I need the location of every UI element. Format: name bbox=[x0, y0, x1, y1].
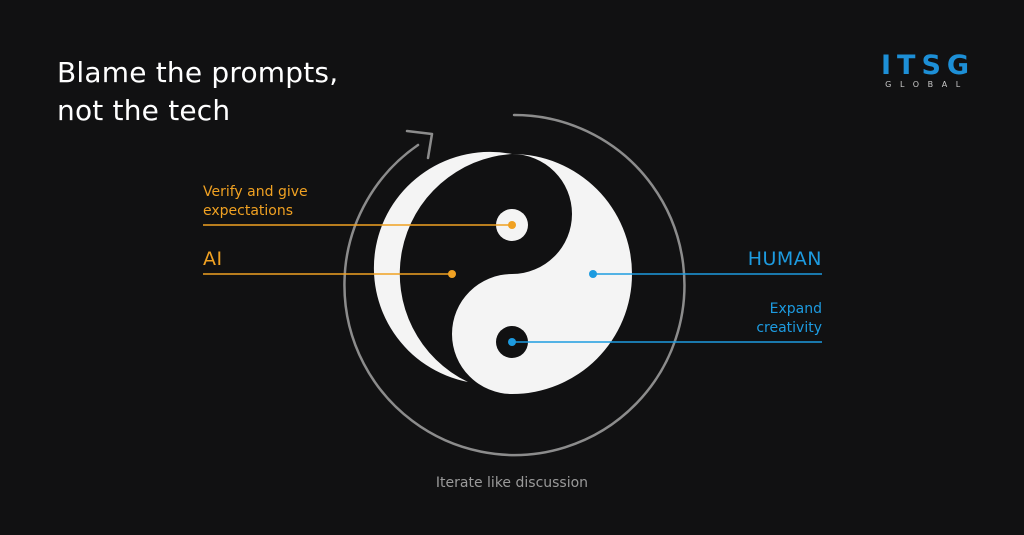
logo-wordmark: ITSG bbox=[881, 50, 976, 81]
iterate-caption: Iterate like discussion bbox=[435, 475, 589, 491]
human-connector-dot bbox=[589, 270, 597, 278]
verify-label: Verify and give expectations bbox=[203, 183, 308, 221]
human-label: HUMAN bbox=[747, 248, 822, 270]
expand-connector-dot bbox=[508, 338, 516, 346]
ai-connector-dot bbox=[448, 270, 456, 278]
slide-title-line-2: not the tech bbox=[57, 94, 231, 127]
slide-title-line-1: Blame the prompts, bbox=[57, 56, 339, 89]
cycle-arrowhead bbox=[405, 129, 434, 160]
logo-subtitle: GLOBAL bbox=[885, 80, 969, 89]
yin-yang-white-body bbox=[452, 154, 632, 394]
ai-connectors bbox=[203, 221, 516, 278]
yin-yang-white-crescent bbox=[373, 151, 512, 382]
verify-label-line-2: expectations bbox=[203, 203, 294, 219]
verify-connector-dot bbox=[508, 221, 516, 229]
expand-label-line-1: Expand bbox=[769, 301, 822, 317]
expand-label-line-2: creativity bbox=[756, 320, 822, 336]
slide-title: Blame the prompts, not the tech bbox=[57, 54, 338, 130]
human-connectors bbox=[508, 270, 822, 346]
verify-label-line-1: Verify and give bbox=[203, 184, 308, 200]
expand-label: Expand creativity bbox=[756, 300, 822, 338]
ai-label: AI bbox=[203, 248, 223, 270]
itsg-global-logo: ITSG GLOBAL bbox=[875, 52, 971, 90]
